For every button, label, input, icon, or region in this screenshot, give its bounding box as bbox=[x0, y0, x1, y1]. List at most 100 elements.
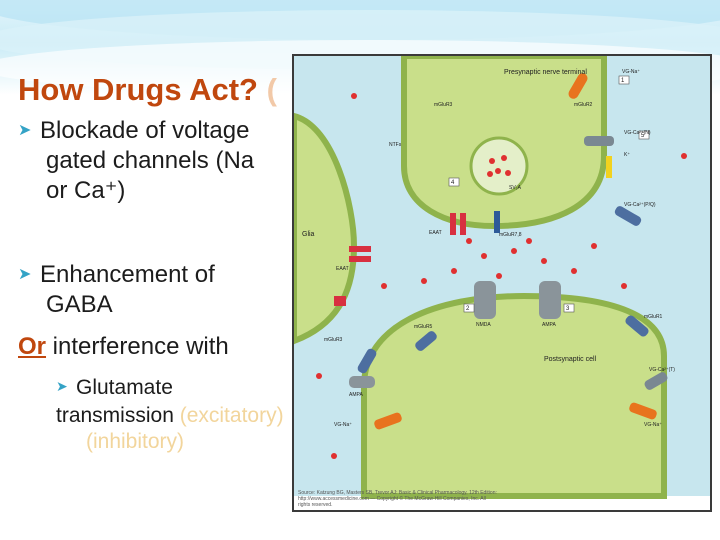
glutamate-dot bbox=[381, 283, 387, 289]
mglur-receptor bbox=[494, 211, 500, 233]
glutamate-dot bbox=[331, 453, 337, 459]
title-text: How Drugs Act? bbox=[18, 72, 258, 107]
k-label: K⁺ bbox=[624, 152, 630, 158]
eaat-label: EAAT bbox=[429, 230, 442, 236]
vg-na-post-label: VG-Na⁺ bbox=[644, 422, 662, 428]
glutamate-dot bbox=[501, 155, 507, 161]
vg-ca-pq-channel bbox=[614, 206, 642, 226]
glutamate-dot bbox=[621, 283, 627, 289]
mglur3-label: mGluR3 bbox=[434, 102, 453, 108]
glutamate-dot bbox=[541, 258, 547, 264]
sub-bullet-text: transmission bbox=[56, 404, 174, 427]
mglur3-post-label: mGluR3 bbox=[324, 337, 343, 343]
glutamate-dot bbox=[466, 238, 472, 244]
vg-ca-channel bbox=[584, 136, 614, 146]
eaat-transporter bbox=[460, 213, 466, 235]
bullet-text: Enhancement of bbox=[40, 261, 215, 288]
bullet-arrow-icon: ➤ bbox=[18, 122, 32, 139]
glutamate-dot bbox=[487, 171, 493, 177]
vg-na-label: VG-Na⁺ bbox=[622, 69, 640, 75]
slide-title: How Drugs Act? ( bbox=[18, 72, 277, 108]
vg-na-post-label-2: VG-Na⁺ bbox=[334, 422, 352, 428]
vg-na-channel bbox=[568, 73, 588, 99]
eaat-label-2: EAAT bbox=[336, 266, 349, 272]
glutamate-dot bbox=[421, 278, 427, 284]
ampa-receptor bbox=[349, 376, 375, 388]
glutamate-dot bbox=[351, 93, 357, 99]
eaat-transporter bbox=[450, 213, 456, 235]
glutamate-dot bbox=[316, 373, 322, 379]
number-label: 5 bbox=[641, 133, 645, 139]
bullet-text: or Ca⁺) bbox=[46, 177, 126, 204]
bullet-text: gated channels (Na bbox=[46, 147, 255, 174]
glutamate-dot bbox=[489, 158, 495, 164]
glutamate-dot bbox=[481, 253, 487, 259]
eaat-transporter bbox=[334, 296, 346, 306]
glutamate-dot bbox=[451, 268, 457, 274]
glutamate-dot bbox=[571, 268, 577, 274]
mglur1-label: mGluR1 bbox=[644, 314, 663, 320]
mglur2-label: mGluR2 bbox=[574, 102, 593, 108]
or-rest-text: interference with bbox=[46, 333, 229, 360]
bullet-text: GABA bbox=[46, 291, 113, 318]
mglur3-receptor bbox=[357, 348, 377, 374]
mglur1-receptor bbox=[625, 315, 649, 337]
title-faded-text: ( bbox=[266, 72, 277, 107]
synapse-diagram: Presynaptic nerve terminal Postsynaptic … bbox=[292, 54, 712, 512]
number-label: 4 bbox=[451, 180, 455, 186]
ampa-post-label: AMPA bbox=[349, 392, 363, 398]
number-box bbox=[638, 130, 650, 140]
vg-na-channel bbox=[629, 402, 657, 420]
bullet-item: ➤ Enhancement of GABA bbox=[18, 260, 215, 320]
bullet-arrow-icon: ➤ bbox=[18, 266, 32, 283]
or-text: Or bbox=[18, 333, 47, 360]
nmda-receptor bbox=[474, 281, 496, 319]
postsynaptic-label: Postsynaptic cell bbox=[544, 356, 597, 363]
eaat-transporter bbox=[349, 256, 371, 262]
glutamate-dot bbox=[505, 170, 511, 176]
vg-ca-t-label: VG-Ca²⁺(T) bbox=[649, 367, 675, 373]
number-label: 3 bbox=[566, 306, 570, 312]
sub-bullet-faded-text: (inhibitory) bbox=[86, 430, 185, 453]
sub-bullet: ➤ Glutamate transmission (excitatory) (in… bbox=[56, 372, 284, 453]
sub-bullet-arrow-icon: ➤ bbox=[56, 378, 68, 394]
glutamate-dot bbox=[681, 153, 687, 159]
number-box bbox=[463, 303, 475, 313]
vg-na-channel bbox=[374, 412, 402, 430]
glia-label: Glia bbox=[302, 231, 315, 238]
presynaptic-label: Presynaptic nerve terminal bbox=[504, 69, 587, 76]
sv2a-label: SV₂A bbox=[509, 185, 522, 191]
mglur5-receptor bbox=[415, 331, 437, 351]
number-box bbox=[618, 75, 630, 85]
vg-ca-t-channel bbox=[644, 372, 668, 390]
synapse-diagram-svg: Presynaptic nerve terminal Postsynaptic … bbox=[294, 56, 710, 499]
vesicle bbox=[469, 136, 529, 196]
figure-caption: Source: Katzung BG, Masters SB, Trevor A… bbox=[298, 490, 497, 508]
postsynaptic-cell bbox=[361, 292, 667, 499]
glutamate-dot bbox=[496, 273, 502, 279]
glutamate-dot bbox=[511, 248, 517, 254]
ampa-label: AMPA bbox=[542, 322, 556, 328]
glutamate-dot bbox=[591, 243, 597, 249]
header-banner bbox=[0, 0, 720, 95]
number-box bbox=[563, 303, 575, 313]
number-label: 1 bbox=[621, 78, 625, 84]
ntfs-label: NTFs bbox=[389, 142, 402, 148]
sub-bullet-text: Glutamate bbox=[76, 376, 173, 399]
eaat-transporter bbox=[349, 246, 371, 252]
vg-ca-pq-label: VG-Ca²⁺(P/Q) bbox=[624, 202, 656, 208]
or-line: Or interference with bbox=[18, 332, 229, 362]
number-label: 2 bbox=[466, 306, 470, 312]
sub-bullet-faded-text: (excitatory) bbox=[179, 404, 284, 427]
nmda-label: NMDA bbox=[476, 322, 491, 328]
k-channel bbox=[606, 156, 612, 178]
glutamate-dot bbox=[495, 168, 501, 174]
number-box bbox=[448, 177, 460, 187]
bullet-text: Blockade of voltage bbox=[40, 117, 250, 144]
glutamate-dot bbox=[526, 238, 532, 244]
mglur78-label: mGluR7,8 bbox=[499, 232, 522, 238]
mglur5-label: mGluR5 bbox=[414, 324, 433, 330]
bullet-item: ➤Blockade of voltage gated channels (Na … bbox=[18, 116, 254, 206]
ampa-receptor bbox=[539, 281, 561, 319]
vg-ca-n-label: VG-Ca²⁺(N) bbox=[624, 130, 651, 136]
